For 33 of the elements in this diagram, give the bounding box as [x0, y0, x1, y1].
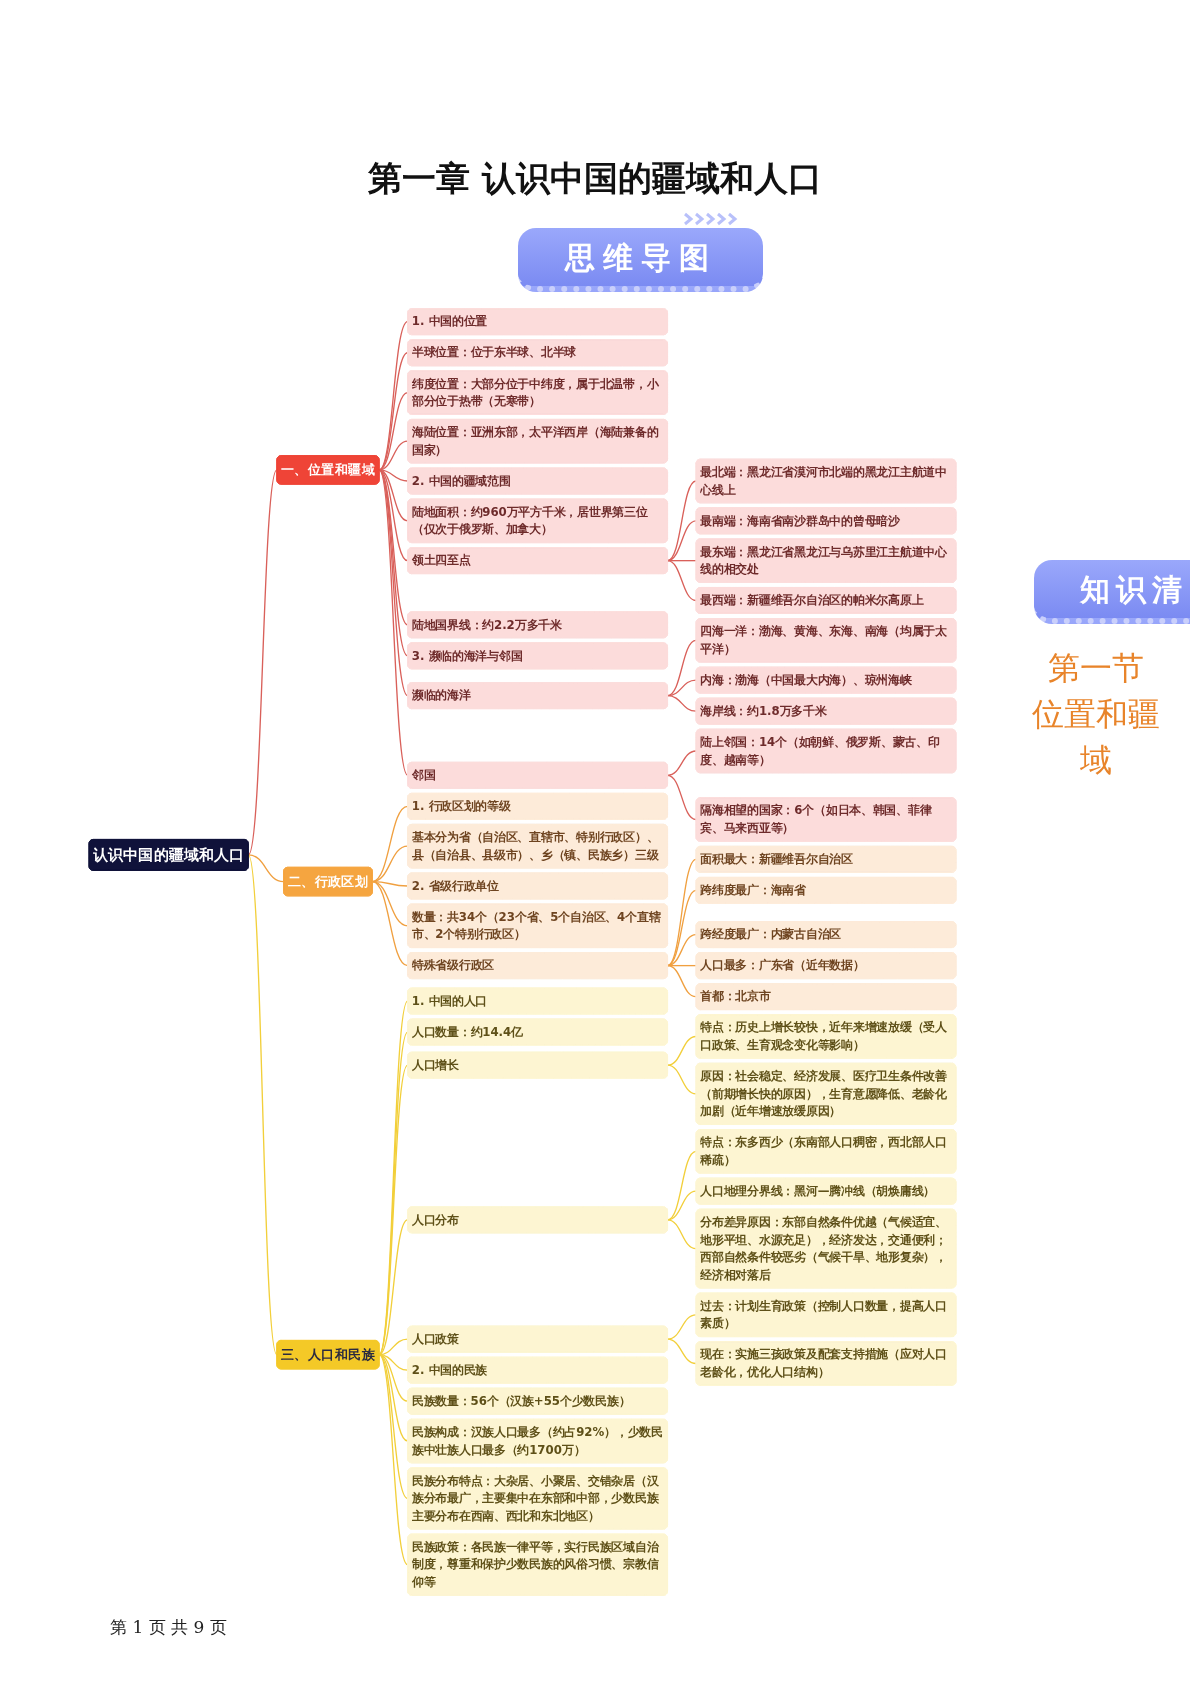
connector — [666, 1035, 697, 1066]
section-heading: 位置和疆域 — [1031, 694, 1161, 782]
connector — [666, 858, 697, 967]
connector — [666, 695, 697, 712]
connector — [371, 805, 409, 883]
connector — [378, 1354, 409, 1500]
connector — [378, 1354, 409, 1566]
heading-banner: 思维导图 — [518, 228, 763, 292]
section-number: 第一节 — [1047, 648, 1145, 689]
connector — [378, 391, 409, 471]
connector — [378, 352, 409, 471]
connector — [371, 880, 409, 967]
connector — [247, 854, 285, 883]
connector — [666, 774, 697, 821]
page-number: 第 1 页 共 9 页 — [110, 1616, 227, 1639]
connector — [666, 560, 697, 602]
connector — [378, 1219, 409, 1356]
connector — [666, 639, 697, 697]
connector — [666, 964, 697, 998]
heading-banner: 知识清 — [1034, 560, 1190, 624]
connector — [666, 1314, 697, 1340]
connector — [666, 1064, 697, 1095]
connector — [247, 854, 278, 1356]
page-title: 第一章 认识中国的疆域和人口 — [368, 158, 822, 199]
connector — [378, 469, 409, 776]
connector — [666, 480, 697, 562]
connector — [378, 321, 409, 471]
connector — [247, 469, 278, 856]
connector — [666, 750, 697, 776]
connector — [666, 1338, 697, 1365]
connector — [378, 469, 409, 697]
connector — [666, 889, 697, 967]
connector — [666, 1219, 697, 1250]
